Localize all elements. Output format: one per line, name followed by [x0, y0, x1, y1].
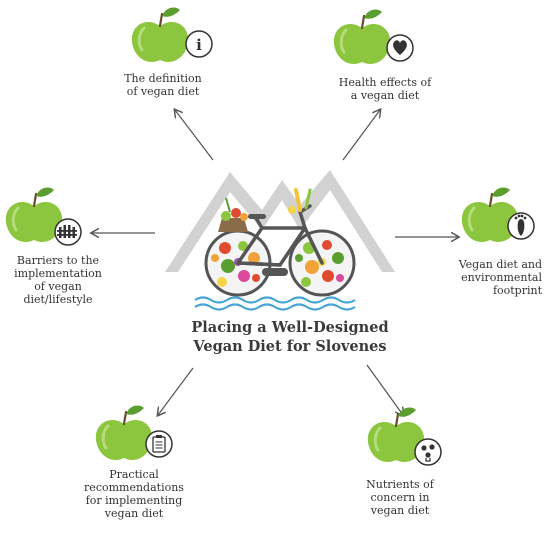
apple-practical-icon [94, 404, 154, 462]
svg-text:i: i [196, 36, 202, 54]
apple-health-icon [332, 8, 392, 66]
arrow-to-definition [175, 110, 214, 161]
node-label-definition: The definition of vegan diet [108, 72, 218, 98]
node-label-barriers: Barriers to the implementation of vegan … [8, 254, 108, 306]
node-label-health: Health effects of a vegan diet [320, 76, 450, 102]
node-label-environment: Vegan diet and environmental footprint [440, 258, 542, 297]
label-line: vegan diet [370, 504, 430, 517]
heart-icon [386, 34, 414, 62]
label-line: The definition [124, 72, 202, 85]
label-line: environmental [461, 271, 542, 284]
center-illustration [165, 170, 395, 311]
center-title: Placing a Well-Designed Vegan Diet for S… [185, 318, 395, 356]
bike-seat [248, 214, 266, 219]
arrow-to-nutrients [366, 364, 403, 415]
label-line: Nutrients of [366, 478, 434, 491]
node-label-practical: Practical recommendations for implementi… [72, 468, 196, 520]
label-line: for implementing [85, 494, 183, 507]
label-line: Health effects of [338, 76, 432, 89]
label-line: diet/lifestyle [23, 293, 93, 306]
apple-definition-icon [130, 6, 190, 64]
label-line: recommendations [84, 481, 184, 494]
label-line: implementation [14, 267, 102, 280]
clipboard-icon [145, 430, 173, 458]
apple-barriers-icon [4, 186, 64, 244]
label-line: footprint [492, 284, 542, 297]
molecule-icon [414, 438, 442, 466]
node-label-nutrients: Nutrients of concern in vegan diet [350, 478, 450, 517]
label-line: concern in [370, 491, 430, 504]
label-line: vegan diet [104, 507, 164, 520]
footprint-icon [507, 212, 535, 240]
label-line: of vegan [34, 280, 82, 293]
center-title-line-1: Placing a Well-Designed [191, 319, 389, 336]
label-line: of vegan diet [126, 85, 200, 98]
info-icon: i [185, 30, 213, 58]
label-line: Barriers to the [16, 254, 100, 267]
arrow-to-health [342, 110, 380, 161]
mountain-outline [165, 170, 395, 272]
label-line: Practical [109, 468, 159, 481]
bike-chain [262, 268, 288, 276]
center-title-line-2: Vegan Diet for Slovenes [193, 338, 387, 355]
connector-arrows [92, 110, 458, 415]
rear-wheel-vegetables [211, 241, 260, 287]
bike-basket-vegetables [218, 188, 312, 232]
bike-frame [236, 204, 324, 267]
water-wave-1 [194, 296, 356, 304]
water-wave-2 [194, 303, 356, 311]
fence-icon [54, 218, 82, 246]
arrow-to-practical [158, 367, 194, 415]
label-line: Vegan diet and [458, 258, 542, 271]
label-line: a vegan diet [350, 89, 420, 102]
